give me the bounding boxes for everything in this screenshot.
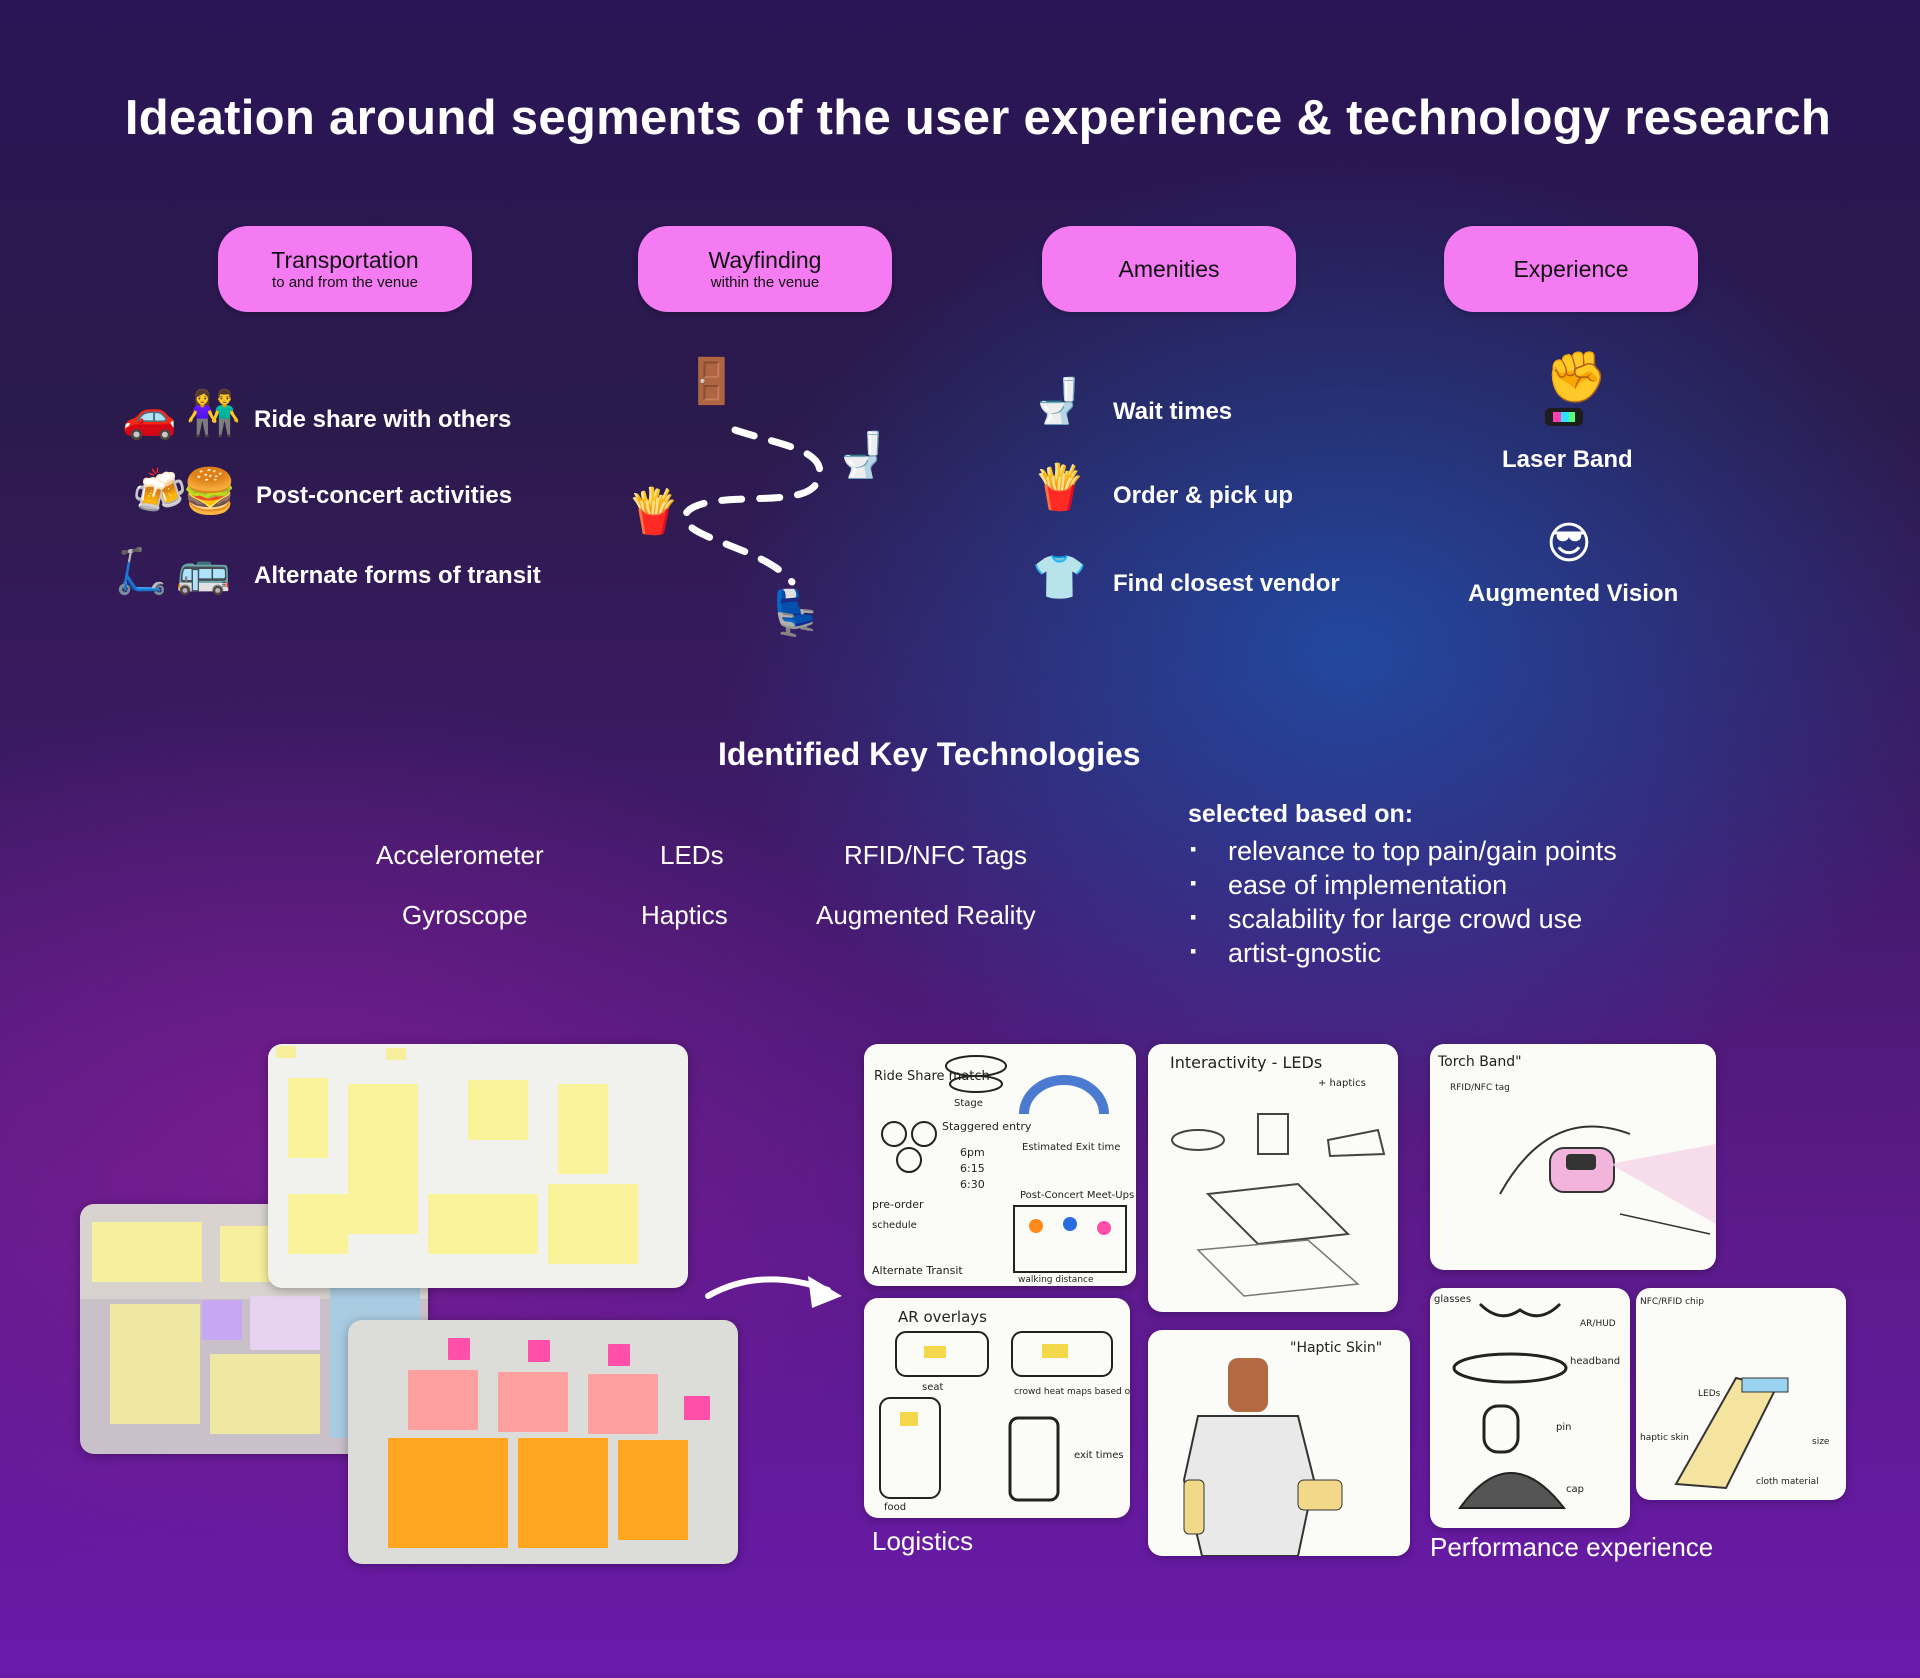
sketch-text: headband — [1570, 1356, 1620, 1367]
transport-item-label: Post-concert activities — [256, 482, 513, 509]
criteria-item: relevance to top pain/gain points — [1190, 836, 1617, 867]
sketch-text: "Haptic Skin" — [1290, 1340, 1382, 1356]
segment-label: Wayfinding — [708, 247, 822, 273]
sticky-notes-photo-top — [268, 1044, 688, 1288]
sketch-haptic-sleeve: NFC/RFID chip LEDs haptic skin size clot… — [1636, 1288, 1846, 1500]
segment-label: Transportation — [271, 247, 419, 273]
wayfinding-path — [681, 426, 824, 586]
segment-wayfinding: Wayfinding within the venue — [638, 226, 892, 312]
door-icon: 🚪 — [684, 356, 739, 407]
toilet-icon: 🚽 — [834, 430, 889, 481]
amenity-item-label: Wait times — [1113, 398, 1233, 425]
sketch-text: cap — [1566, 1484, 1584, 1495]
sketch-text: 6:15 — [960, 1162, 985, 1175]
people-holding-hands-icon: 👫 — [186, 388, 241, 439]
amenity-item-label: Order & pick up — [1113, 482, 1294, 509]
technology-item: Gyroscope — [402, 900, 528, 930]
sketch-text: 6:30 — [960, 1178, 985, 1191]
amenity-item-label: Find closest vendor — [1113, 570, 1340, 597]
sketch-text: RFID/NFC tag — [1450, 1083, 1510, 1093]
sketch-text: Ride Share match — [874, 1069, 990, 1084]
criteria-item: artist-gnostic — [1190, 938, 1381, 969]
sketch-text: Alternate Transit — [872, 1264, 963, 1277]
sketch-text: cloth material — [1756, 1477, 1819, 1487]
transport-item-label: Ride share with others — [254, 406, 512, 433]
sketch-text: Stage — [954, 1098, 983, 1109]
sketch-text: schedule — [872, 1220, 917, 1231]
experience-item-label: Laser Band — [1502, 446, 1633, 473]
sketch-text: pre-order — [872, 1198, 924, 1211]
sketch-text: haptic skin — [1640, 1433, 1689, 1443]
technology-item: Augmented Reality — [816, 900, 1036, 930]
transport-item-label: Alternate forms of transit — [254, 562, 541, 589]
raised-fist-band-icon: ✊ — [1545, 348, 1608, 406]
tshirt-icon: 👕 — [1032, 552, 1087, 603]
sketch-text: size — [1812, 1437, 1830, 1447]
technology-item: LEDs — [660, 840, 724, 870]
segment-experience: Experience — [1444, 226, 1698, 312]
sketch-torch-band: Torch Band" RFID/NFC tag — [1430, 1044, 1716, 1270]
sketch-text: food — [884, 1502, 906, 1513]
sketch-text: glasses — [1434, 1294, 1471, 1305]
laser-band-icon — [1545, 408, 1583, 426]
segment-label: Experience — [1513, 256, 1629, 282]
sketch-text: AR overlays — [898, 1308, 987, 1326]
sunglasses-face-icon: 😎 — [1546, 518, 1592, 569]
sketch-text: seat — [922, 1382, 943, 1393]
technology-item: Haptics — [641, 900, 728, 930]
criteria-item: ease of implementation — [1190, 870, 1507, 901]
sketch-text: pin — [1556, 1422, 1571, 1433]
performance-caption: Performance experience — [1430, 1532, 1714, 1562]
sketch-text: AR/HUD — [1580, 1319, 1616, 1329]
sketch-wearables: glasses AR/HUD headband pin cap — [1430, 1288, 1630, 1528]
sketch-text: LEDs — [1698, 1389, 1721, 1399]
car-icon: 🚗 — [122, 391, 177, 442]
sketch-text: Staggered entry — [942, 1120, 1032, 1133]
sketch-text: NFC/RFID chip — [1640, 1297, 1704, 1307]
fries-icon: 🍟 — [1032, 462, 1087, 513]
scooter-icon: 🛴 — [114, 546, 169, 597]
sketch-text: Interactivity - LEDs — [1170, 1053, 1322, 1072]
toilet-icon: 🚽 — [1030, 376, 1085, 427]
sketch-text: Post-Concert Meet-Ups — [1020, 1190, 1134, 1201]
seat-icon: 💺 — [768, 588, 823, 639]
experience-item-label: Augmented Vision — [1468, 580, 1679, 607]
sticky-notes-photo-bottom — [348, 1320, 738, 1564]
sketch-text: crowd heat maps based on CCTV cams — [1014, 1387, 1130, 1397]
sketch-ar-overlays: AR overlays seat crowd heat maps based o… — [864, 1298, 1130, 1518]
logistics-caption: Logistics — [872, 1526, 974, 1556]
sketch-rideshare: Ride Share match pre-order schedule Alte… — [864, 1044, 1136, 1286]
fries-icon: 🍟 — [626, 486, 681, 537]
segment-transportation: Transportation to and from the venue — [218, 226, 472, 312]
criteria-item: scalability for large crowd use — [1190, 904, 1582, 935]
sketch-haptic-skin: "Haptic Skin" — [1148, 1330, 1410, 1556]
burger-icon: 🍔 — [182, 466, 237, 517]
technology-item: RFID/NFC Tags — [844, 840, 1027, 870]
sketch-text: exit times — [1074, 1450, 1124, 1461]
segment-amenities: Amenities — [1042, 226, 1296, 312]
arrow-icon — [705, 1276, 842, 1308]
beer-mugs-icon: 🍻 — [132, 466, 187, 517]
sketch-interactivity: Interactivity - LEDs + haptics — [1148, 1044, 1398, 1312]
segment-sublabel: to and from the venue — [272, 274, 418, 291]
bus-icon: 🚌 — [176, 546, 231, 597]
sketch-text: 6pm — [960, 1146, 985, 1159]
sketch-text: Torch Band" — [1437, 1054, 1522, 1070]
criteria-heading: selected based on: — [1188, 800, 1414, 828]
sketch-text: walking distance — [1018, 1275, 1094, 1285]
page-title: Ideation around segments of the user exp… — [124, 91, 1832, 145]
technologies-heading: Identified Key Technologies — [718, 736, 1141, 772]
sketch-text: Estimated Exit time — [1022, 1142, 1120, 1153]
segment-label: Amenities — [1118, 256, 1220, 282]
sketch-text: + haptics — [1318, 1078, 1366, 1089]
technology-item: Accelerometer — [376, 840, 544, 870]
segment-sublabel: within the venue — [710, 274, 820, 291]
